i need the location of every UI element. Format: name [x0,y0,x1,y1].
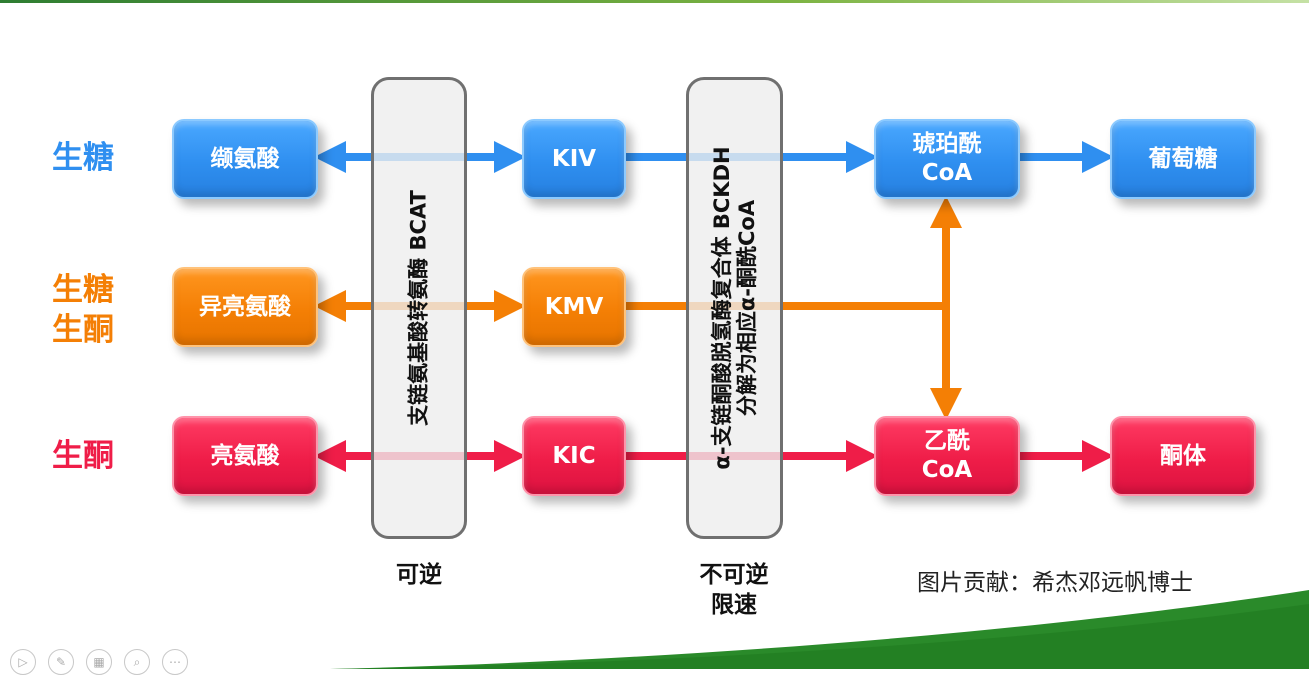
image-credit: 图片贡献：希杰邓远帆博士 [917,570,1193,596]
pen-icon[interactable]: ✎ [48,649,74,675]
box-kic-label: KIC [552,442,596,469]
box-valine-label: 缬氨酸 [210,145,280,172]
box-kic: KIC [522,416,626,496]
box-isoleucine-label: 异亮氨酸 [199,293,291,320]
enzyme-bckdh-line1: α-支链酮酸脱氢酶复合体 BCKDH [709,146,734,470]
box-kiv: KIV [522,119,626,199]
box-acetyl-coa: 乙酰 CoA [874,416,1020,496]
box-succinyl-coa-line: CoA [921,160,973,186]
top-accent-line [0,0,1309,3]
slides-icon[interactable]: ▦ [86,649,112,675]
enzyme-bckdh-line2: 分解为相应α-酮酰CoA [734,199,759,417]
box-succinyl-coa: 琥珀酰 CoA [874,119,1020,199]
box-valine: 缬氨酸 [172,119,318,199]
box-leucine-label: 亮氨酸 [210,442,280,469]
enzyme-bcat-panel: 支链氨基酸转氨酶 BCAT [371,77,467,539]
box-leucine: 亮氨酸 [172,416,318,496]
row-label-line: 生酮 [52,312,114,348]
play-icon[interactable]: ▷ [10,649,36,675]
note-irreversible-line: 不可逆 [699,562,769,588]
box-ketone-body: 酮体 [1110,416,1256,496]
box-succinyl-coa-line: 琥珀酰 [912,131,982,157]
enzyme-bckdh-panel: α-支链酮酸脱氢酶复合体 BCKDH 分解为相应α-酮酰CoA [686,77,783,539]
row-label-line: 生糖 [52,272,114,308]
note-irreversible: 不可逆 限速 [684,560,784,620]
zoom-icon[interactable]: ⌕ [124,649,150,675]
row-label-ketogenic: 生酮 [52,438,114,474]
box-glucose: 葡萄糖 [1110,119,1256,199]
box-isoleucine: 异亮氨酸 [172,267,318,347]
box-kiv-label: KIV [551,145,597,172]
note-reversible: 可逆 [396,562,442,588]
box-ketone-body-label: 酮体 [1160,442,1206,469]
row-label-gluco-ketogenic: 生糖 生酮 [52,270,114,350]
box-kmv: KMV [522,267,626,347]
box-kmv-label: KMV [544,293,604,320]
enzyme-bcat-label: 支链氨基酸转氨酶 BCAT [406,190,431,426]
more-icon[interactable]: ⋯ [162,649,188,675]
box-acetyl-coa-line: CoA [921,457,973,483]
row-label-glucogenic: 生糖 [52,140,114,176]
box-acetyl-coa-line: 乙酰 [924,428,970,454]
note-irreversible-line: 限速 [711,592,757,618]
box-glucose-label: 葡萄糖 [1148,145,1218,172]
enzyme-bckdh-label: α-支链酮酸脱氢酶复合体 BCKDH 分解为相应α-酮酰CoA [710,146,760,469]
